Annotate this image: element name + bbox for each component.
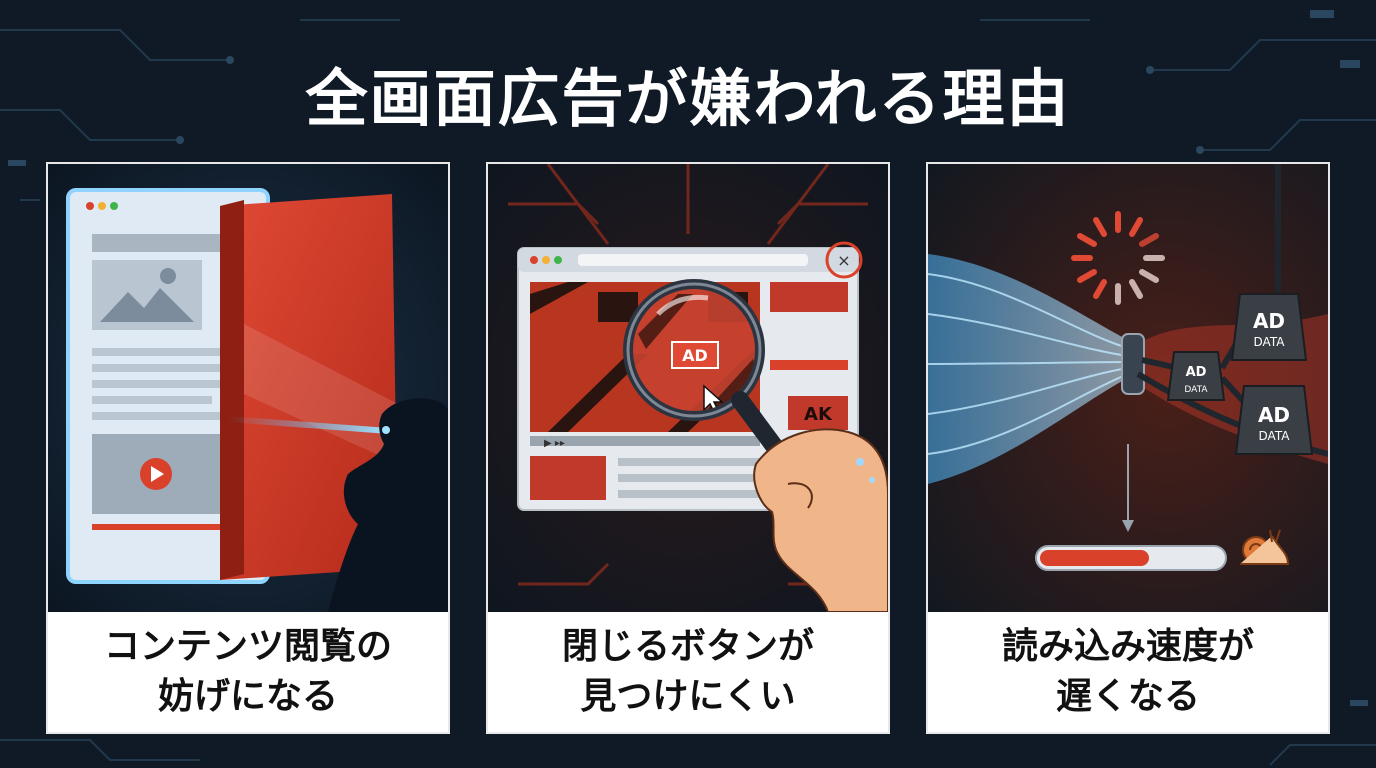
magnifier-searching-close-button-icon: × ▶ ▸▸ AK	[488, 164, 888, 612]
caption: 読み込み速度が 遅くなる	[928, 612, 1328, 732]
weight-bottom-label: DATA	[1259, 429, 1291, 443]
page-title: 全画面広告が嫌われる理由	[305, 62, 1071, 135]
caption-line-2: 見つけにくい	[580, 676, 796, 717]
caption-line-1: 読み込み速度が	[1001, 626, 1254, 667]
caption-line-1: 閉じるボタンが	[561, 626, 814, 667]
caption-line-2: 遅くなる	[1055, 676, 1200, 717]
caption: 閉じるボタンが 見つけにくい	[488, 612, 888, 732]
ad-data-weight: AD DATA	[1234, 385, 1314, 455]
ad-data-weight: AD DATA	[1230, 293, 1308, 361]
browser-blocked-by-ad-icon	[48, 164, 448, 612]
reason-card-hidden-close-button: × ▶ ▸▸ AK	[486, 162, 890, 734]
caption-line-2: 妨げになる	[157, 676, 338, 717]
reason-card-content-blocking: コンテンツ閲覧の 妨げになる	[46, 162, 450, 734]
weight-top-label: AD	[1258, 403, 1290, 427]
svg-text:▶ ▸▸: ▶ ▸▸	[544, 438, 565, 449]
snail-icon	[1240, 529, 1290, 565]
close-icon[interactable]: ×	[837, 251, 850, 270]
ad-label: AD	[682, 346, 708, 365]
weight-bottom-label: DATA	[1254, 335, 1286, 349]
ad-data-weight: AD DATA	[1166, 351, 1226, 401]
caption: コンテンツ閲覧の 妨げになる	[48, 612, 448, 732]
caption-line-1: コンテンツ閲覧の	[103, 626, 392, 667]
progress-fill	[1040, 550, 1149, 566]
ad-fragment-text: AK	[804, 404, 833, 425]
reason-card-slow-loading: AD DATA AD DATA AD DATA	[926, 162, 1330, 734]
weight-top-label: AD	[1253, 309, 1285, 333]
data-stream-chained-icon: AD DATA AD DATA AD DATA	[928, 164, 1328, 612]
weight-bottom-label: DATA	[1184, 385, 1208, 395]
weight-top-label: AD	[1186, 365, 1207, 380]
